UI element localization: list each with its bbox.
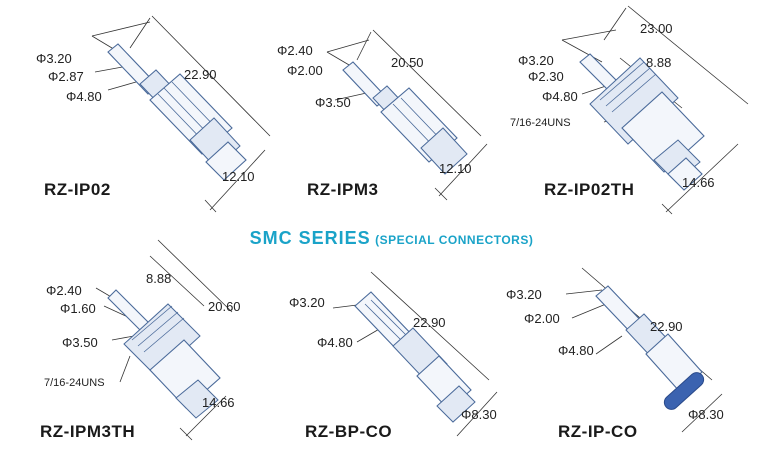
series-title-main: SMC SERIES bbox=[249, 228, 371, 248]
dim-label: Φ2.87 bbox=[48, 69, 84, 84]
dim-label: 8.88 bbox=[146, 271, 172, 286]
dim-label: 22.90 bbox=[413, 315, 446, 330]
product-name: RZ-IP-CO bbox=[558, 422, 638, 441]
dim-label: 12.10 bbox=[439, 161, 472, 176]
rz-ipm3th-drawing bbox=[95, 239, 233, 441]
product-panel-rz-ip02th: Φ3.20 Φ2.30 Φ4.80 23.00 8.88 7/16-24UNS … bbox=[510, 0, 783, 232]
rz-ip-co-drawing bbox=[565, 267, 723, 433]
dim-label: 20.60 bbox=[208, 299, 241, 314]
series-title-sub: (SPECIAL CONNECTORS) bbox=[375, 233, 534, 247]
rz-ip02th-drawing bbox=[561, 5, 749, 215]
dim-label: Φ2.30 bbox=[528, 69, 564, 84]
product-panel-rz-ip-co: Φ3.20 Φ2.00 Φ4.80 22.90 Φ8.30 RZ-IP-CO bbox=[506, 232, 783, 464]
dim-label: Φ2.40 bbox=[46, 283, 82, 298]
product-panel-rz-ip02: Φ3.20 Φ2.87 Φ4.80 22.90 12.10 RZ-IP02 bbox=[0, 0, 271, 232]
rz-bp-co-drawing bbox=[332, 271, 498, 437]
rz-ipm3-drawing bbox=[326, 29, 488, 201]
dim-label: Φ3.20 bbox=[36, 51, 72, 66]
product-panel-rz-ipm3: Φ2.40 Φ2.00 Φ3.50 20.50 12.10 RZ-IPM3 bbox=[261, 0, 522, 232]
dim-label: Φ2.00 bbox=[524, 311, 560, 326]
dim-label: Φ3.20 bbox=[518, 53, 554, 68]
dim-label: Φ3.20 bbox=[506, 287, 542, 302]
dim-label: Φ3.50 bbox=[315, 95, 351, 110]
dim-label: 14.66 bbox=[202, 395, 235, 410]
product-name: RZ-IP02 bbox=[44, 180, 111, 199]
dim-label: 20.50 bbox=[391, 55, 424, 70]
dim-label: Φ4.80 bbox=[66, 89, 102, 104]
dim-label: 14.66 bbox=[682, 175, 715, 190]
rz-ip02-drawing bbox=[91, 15, 271, 213]
dim-label: 12.10 bbox=[222, 169, 255, 184]
dim-label: Φ3.20 bbox=[289, 295, 325, 310]
dim-label: Φ8.30 bbox=[688, 407, 724, 422]
dim-label: Φ3.50 bbox=[62, 335, 98, 350]
product-name: RZ-IP02TH bbox=[544, 180, 635, 199]
product-name: RZ-BP-CO bbox=[305, 422, 393, 441]
product-name: RZ-IPM3TH bbox=[40, 422, 136, 441]
dim-label: Φ4.80 bbox=[317, 335, 353, 350]
dim-label: Φ1.60 bbox=[60, 301, 96, 316]
dim-label: 8.88 bbox=[646, 55, 672, 70]
dim-label: 23.00 bbox=[640, 21, 673, 36]
series-title: SMC SERIES (SPECIAL CONNECTORS) bbox=[0, 228, 783, 249]
thread-spec-label: 7/16-24UNS bbox=[44, 377, 105, 389]
dim-label: Φ2.40 bbox=[277, 43, 313, 58]
dim-label: Φ2.00 bbox=[287, 63, 323, 78]
product-panel-rz-ipm3th: Φ2.40 Φ1.60 Φ3.50 8.88 20.60 7/16-24UNS … bbox=[0, 232, 261, 464]
thread-spec-label: 7/16-24UNS bbox=[510, 117, 571, 129]
product-panel-rz-bp-co: Φ3.20 Φ4.80 22.90 Φ8.30 RZ-BP-CO bbox=[261, 232, 522, 464]
dim-label: Φ4.80 bbox=[558, 343, 594, 358]
dim-label: Φ8.30 bbox=[461, 407, 497, 422]
dim-label: 22.90 bbox=[184, 67, 217, 82]
product-name: RZ-IPM3 bbox=[307, 180, 379, 199]
dim-label: Φ4.80 bbox=[542, 89, 578, 104]
dim-label: 22.90 bbox=[650, 319, 683, 334]
